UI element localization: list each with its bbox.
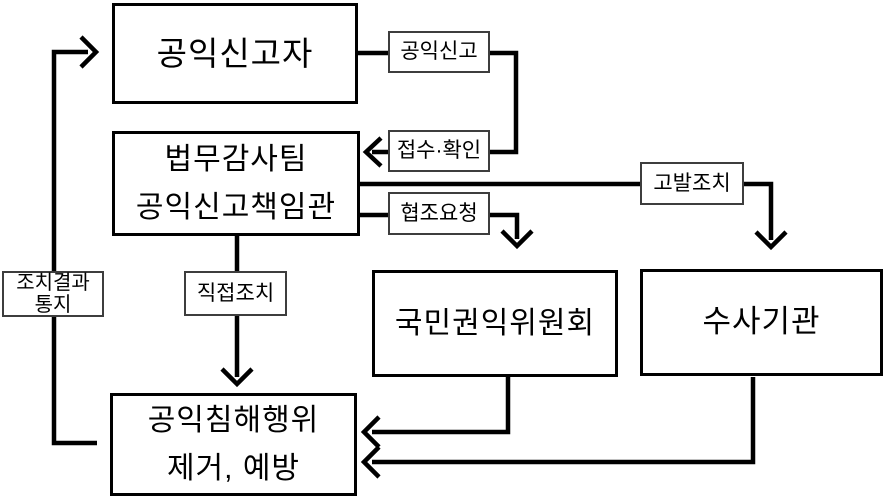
arrowhead-left-into-outcome-lower [360,445,381,479]
node-legal-team-label-line1: 법무감사팀 [164,142,308,176]
edge-label-report-text: 공익신고 [400,40,478,64]
node-investigation-agency: 수사기관 [640,269,883,376]
arrowhead-left-into-outcome-upper [360,415,381,449]
arrowhead-left-into-legal-team [362,136,383,168]
edge-label-public-interest-report: 공익신고 [388,31,490,73]
edge-result-notice-line [51,49,97,446]
edge-label-cooperation-request: 협조요청 [388,192,490,235]
edge-investigation-to-outcome-line [372,377,756,465]
node-acrc-commission: 국민권익위원회 [372,270,618,377]
edge-label-direct-text: 직접조치 [196,281,275,305]
edge-acrc-to-outcome-line [372,377,511,435]
edge-label-notice-text-line2: 통지 [34,294,72,316]
arrowhead-down-into-investigation [754,230,788,251]
node-outcome-label-line1: 공익침해행위 [147,403,320,437]
edge-label-cooperation-text: 협조요청 [400,201,478,225]
edge-label-accusation-action: 고발조치 [640,162,744,205]
node-legal-audit-team: 법무감사팀 공익신고책임관 [112,131,360,236]
node-acrc-label: 국민권익위원회 [394,307,596,340]
node-removal-prevention: 공익침해행위 제거, 예방 [110,393,357,496]
node-whistleblower-label: 공익신고자 [156,34,314,72]
node-whistleblower: 공익신고자 [112,3,358,104]
edge-label-accusation-text: 고발조치 [653,171,731,195]
arrowhead-right-into-whistleblower [79,35,100,69]
node-outcome-label-line2: 제거, 예방 [166,451,301,485]
edge-label-receipt-confirmation: 접수·확인 [388,130,490,172]
edge-label-receipt-text: 접수·확인 [396,139,482,163]
edge-label-direct-action: 직접조치 [184,271,287,316]
node-investigation-label: 수사기관 [702,304,821,340]
arrowhead-down-into-acrc [500,229,534,250]
arrowhead-down-into-outcome [220,367,254,388]
node-legal-team-label-line2: 공익신고책임관 [135,190,337,224]
edge-accusation-line [360,181,774,240]
edge-label-notice-text-line1: 조치결과 [16,271,90,294]
edge-label-result-notification: 조치결과 통지 [2,271,104,317]
